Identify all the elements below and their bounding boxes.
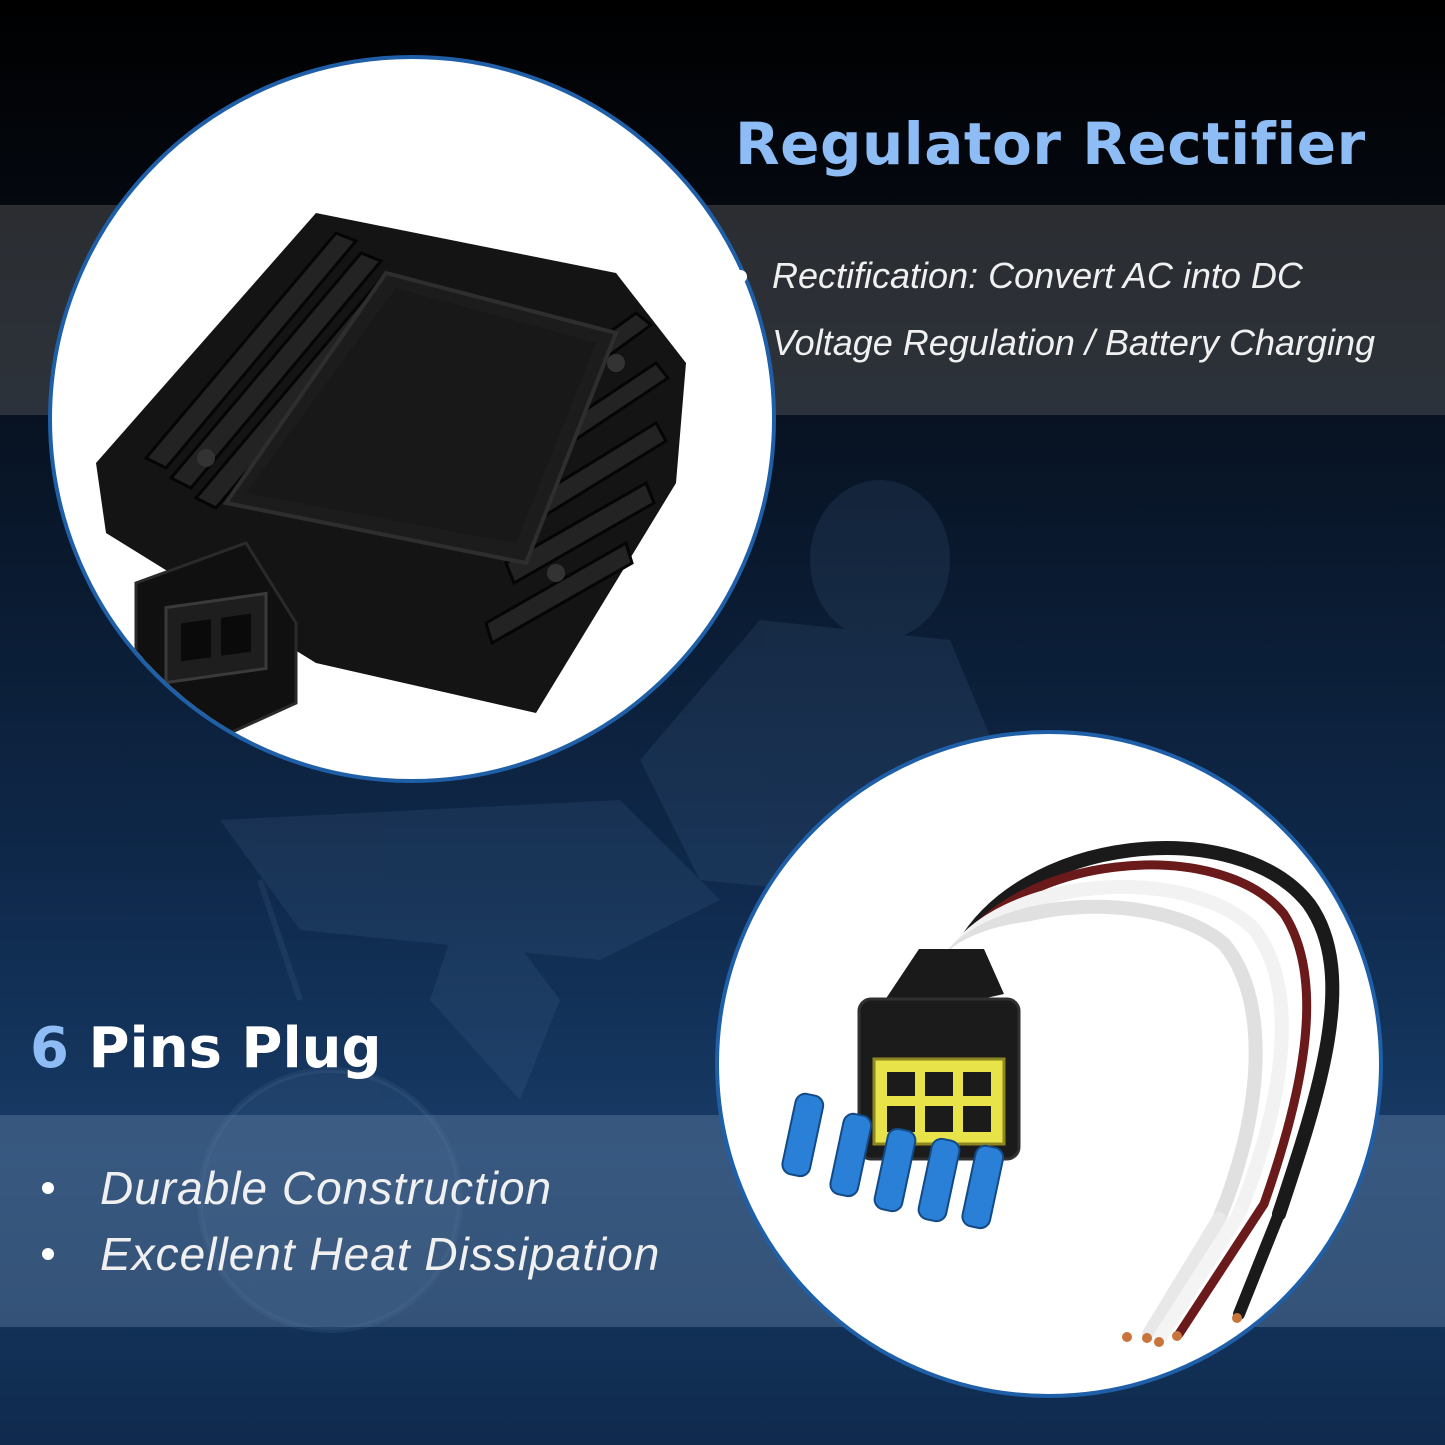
plug-feature-list: Durable Construction Excellent Heat Diss… xyxy=(42,1162,660,1294)
bullet-dot-icon xyxy=(734,337,747,350)
regulator-feature-list: Rectification: Convert AC into DC Voltag… xyxy=(734,254,1375,388)
bullet-dot-icon xyxy=(734,270,747,283)
harness-image-circle xyxy=(715,730,1383,1398)
regulator-feature-item: Voltage Regulation / Battery Charging xyxy=(734,321,1375,365)
bullet-dot-icon xyxy=(42,1182,54,1194)
regulator-feature-item: Rectification: Convert AC into DC xyxy=(734,254,1375,298)
plug-title: 6 Pins Plug xyxy=(30,1016,382,1081)
regulator-image-circle xyxy=(48,55,776,783)
connector-harness-icon xyxy=(781,841,1340,1347)
regulator-title: Regulator Rectifier xyxy=(735,110,1366,178)
plug-title-text: Pins Plug xyxy=(88,1016,382,1081)
regulator-rectifier-icon xyxy=(96,213,686,755)
plug-pin-count: 6 xyxy=(30,1016,69,1081)
plug-feature-item: Durable Construction xyxy=(42,1162,660,1214)
bullet-dot-icon xyxy=(42,1248,54,1260)
plug-feature-item: Excellent Heat Dissipation xyxy=(42,1228,660,1280)
